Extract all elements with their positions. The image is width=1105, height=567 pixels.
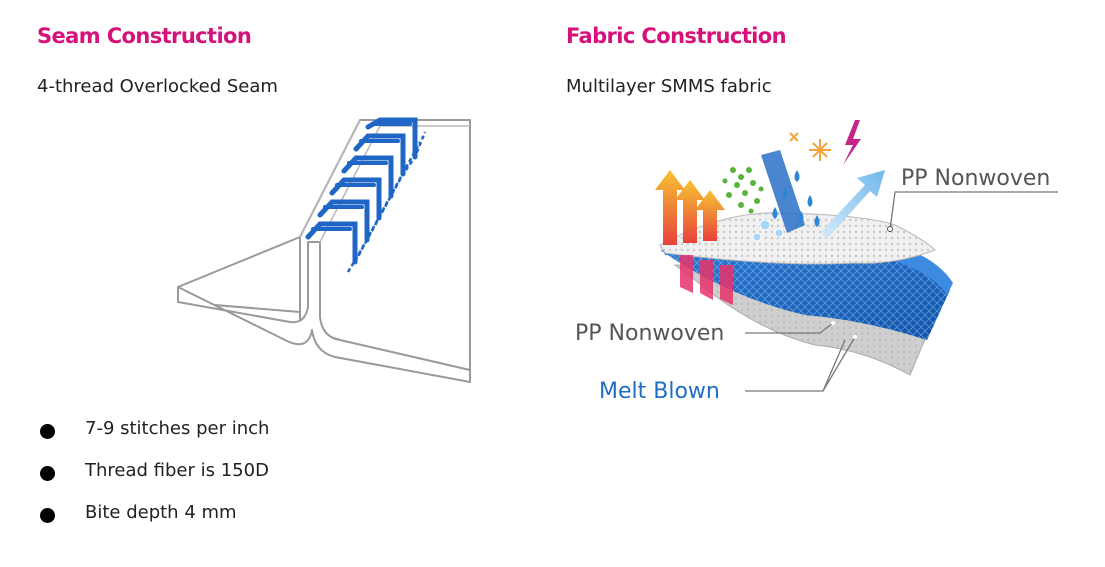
bottom-layer-label: PP Nonwoven (575, 321, 724, 346)
list-item: Bite depth 4 mm (40, 502, 269, 544)
bullet-icon (40, 466, 55, 481)
smms-fabric-illustration: PP Nonwoven PP Nonwoven Melt Blown (575, 120, 1058, 404)
spec-text: 7-9 stitches per inch (85, 418, 270, 439)
spec-text: Thread fiber is 150D (85, 460, 269, 481)
bullet-icon (40, 424, 55, 439)
seam-type-text: 4-thread Overlocked Seam (37, 76, 278, 97)
list-item: Thread fiber is 150D (40, 460, 269, 502)
overlocked-seam-illustration (177, 117, 471, 383)
bullet-icon (40, 508, 55, 523)
seam-construction-heading: Seam Construction (37, 24, 252, 48)
fabric-construction-heading: Fabric Construction (566, 24, 787, 48)
seam-specs-list: 7-9 stitches per inch Thread fiber is 15… (40, 418, 269, 544)
list-item: 7-9 stitches per inch (40, 418, 269, 460)
fabric-type-text: Multilayer SMMS fabric (566, 76, 772, 97)
top-layer-label: PP Nonwoven (901, 166, 1050, 191)
melt-blown-label: Melt Blown (599, 379, 720, 404)
spec-text: Bite depth 4 mm (85, 502, 237, 523)
